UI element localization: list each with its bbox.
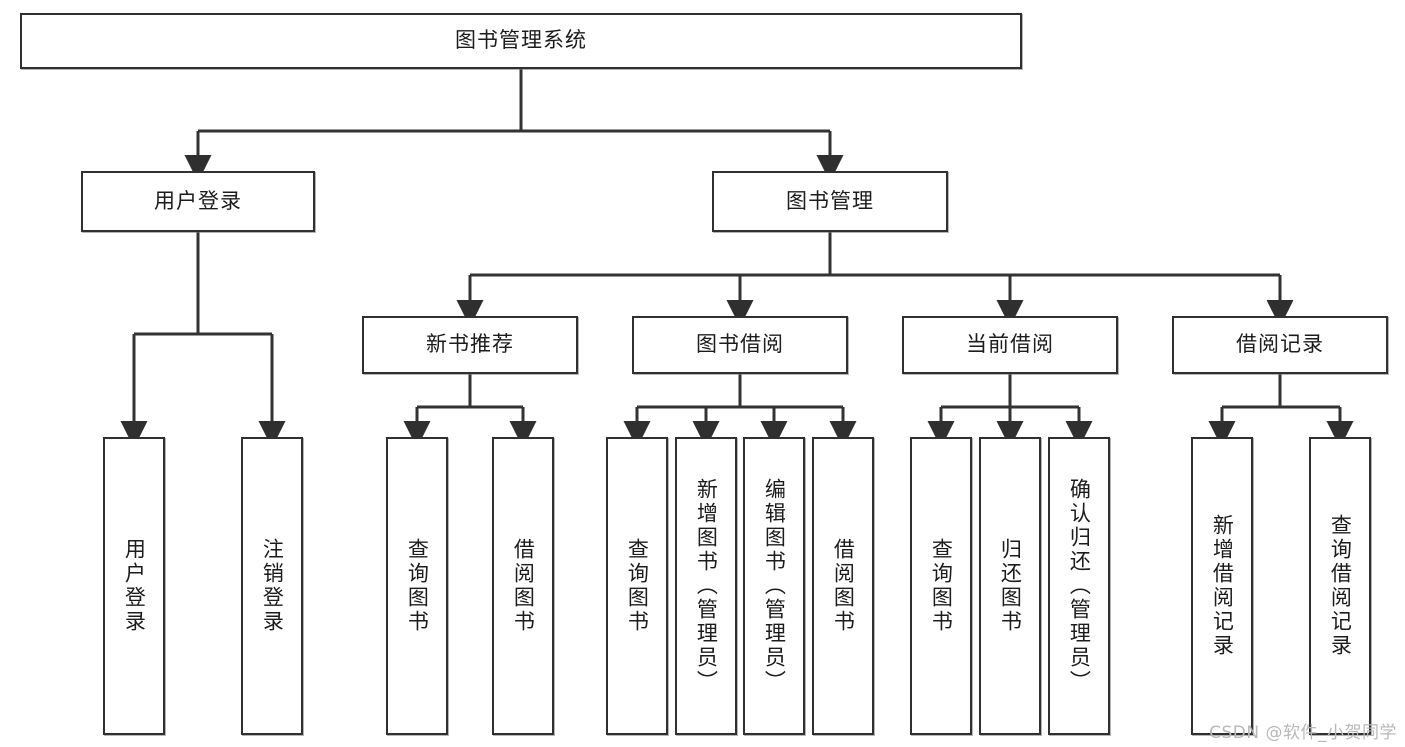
leaf-query-books-current[interactable]: 查询图书 (910, 437, 972, 735)
leaf-confirm-return-admin[interactable]: 确认归还（管理员） (1048, 437, 1110, 735)
leaf-add-book-admin[interactable]: 新增图书（管理员） (675, 437, 737, 735)
leaf-borrow-books-recommend[interactable]: 借阅图书 (492, 437, 554, 735)
node-new-book-recommend[interactable]: 新书推荐 (362, 316, 578, 374)
node-user-login[interactable]: 用户登录 (81, 171, 315, 232)
node-borrow-records[interactable]: 借阅记录 (1172, 316, 1388, 374)
leaf-add-book-admin-label: 新增图书（管理员） (694, 478, 719, 694)
leaf-query-books-recommend-label: 查询图书 (405, 538, 430, 634)
leaf-add-borrow-record[interactable]: 新增借阅记录 (1191, 437, 1253, 735)
watermark: CSDN @软件_小贺同学 (1209, 723, 1397, 743)
leaf-logout-label: 注销登录 (260, 538, 285, 634)
leaf-query-books-borrow-label: 查询图书 (625, 538, 650, 634)
leaf-borrow-book-label: 借阅图书 (831, 538, 856, 634)
leaf-query-books-recommend[interactable]: 查询图书 (386, 437, 448, 735)
leaf-confirm-return-admin-label: 确认归还（管理员） (1067, 478, 1092, 694)
leaf-user-login-label: 用户登录 (122, 538, 147, 634)
leaf-user-login[interactable]: 用户登录 (103, 437, 165, 735)
leaf-return-book[interactable]: 归还图书 (979, 437, 1041, 735)
node-root[interactable]: 图书管理系统 (20, 13, 1022, 69)
leaf-logout[interactable]: 注销登录 (241, 437, 303, 735)
leaf-query-borrow-record[interactable]: 查询借阅记录 (1309, 437, 1371, 735)
leaf-borrow-books-recommend-label: 借阅图书 (511, 538, 536, 634)
leaf-edit-book-admin-label: 编辑图书（管理员） (762, 478, 787, 694)
node-borrow-records-label: 借阅记录 (1236, 332, 1324, 357)
leaf-borrow-book[interactable]: 借阅图书 (812, 437, 874, 735)
node-book-management-label: 图书管理 (786, 188, 874, 213)
node-book-borrow[interactable]: 图书借阅 (632, 316, 848, 374)
node-root-label: 图书管理系统 (455, 28, 587, 53)
leaf-query-books-current-label: 查询图书 (929, 538, 954, 634)
node-current-borrow[interactable]: 当前借阅 (902, 316, 1118, 374)
leaf-query-borrow-record-label: 查询借阅记录 (1328, 514, 1353, 658)
node-book-management[interactable]: 图书管理 (712, 171, 948, 232)
node-new-book-recommend-label: 新书推荐 (426, 332, 514, 357)
leaf-query-books-borrow[interactable]: 查询图书 (606, 437, 668, 735)
leaf-add-borrow-record-label: 新增借阅记录 (1210, 514, 1235, 658)
leaf-edit-book-admin[interactable]: 编辑图书（管理员） (743, 437, 805, 735)
node-current-borrow-label: 当前借阅 (966, 332, 1054, 357)
leaf-return-book-label: 归还图书 (998, 538, 1023, 634)
node-user-login-label: 用户登录 (154, 188, 242, 213)
node-book-borrow-label: 图书借阅 (696, 332, 784, 357)
